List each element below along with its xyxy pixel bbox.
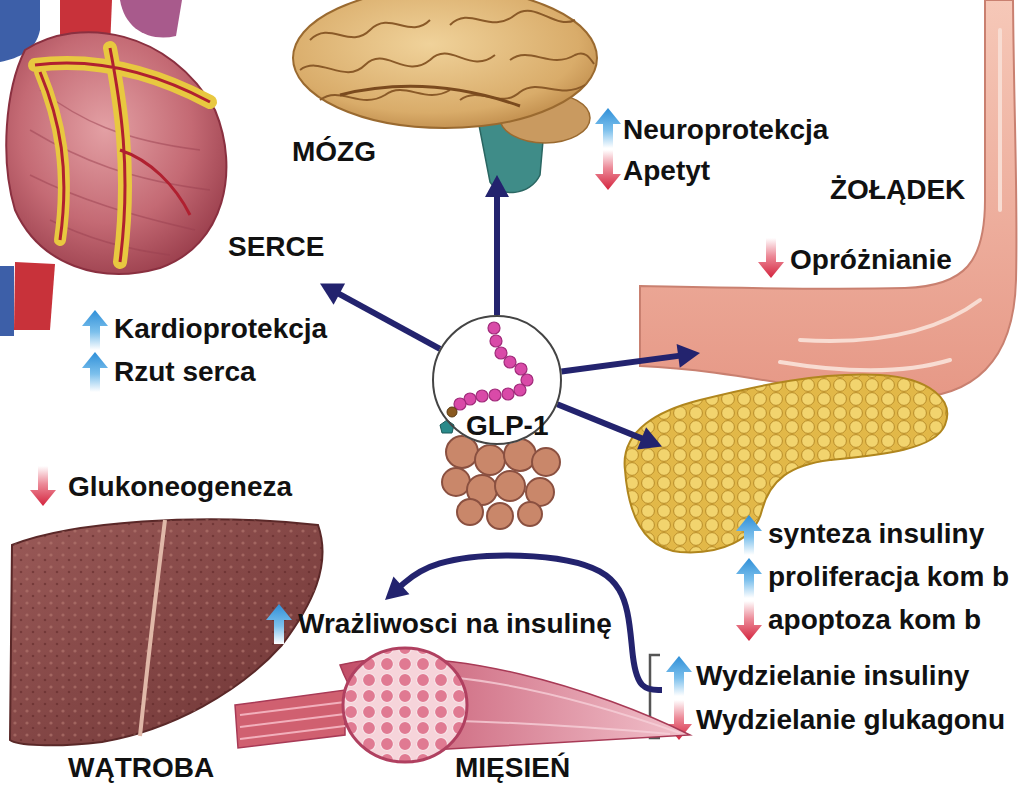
brain-illustration: [340, 86, 520, 106]
stomach-illustration: [640, 0, 1017, 398]
arrow-head: [677, 344, 700, 368]
glp1-illustration: [454, 322, 533, 410]
liver-node: WĄTROBAGlukoneogeneza: [0, 505, 320, 786]
effect-arrow: [557, 404, 645, 440]
effect-arrow: [561, 355, 682, 371]
heart-illustration: [6, 32, 226, 274]
heart-illustration: [0, 266, 14, 336]
glp1-illustration: [504, 356, 516, 368]
glp1-illustration: [518, 502, 542, 526]
stomach-illustration: [758, 238, 784, 278]
effect-label: synteza insuliny: [768, 518, 984, 550]
glp1-illustration: [476, 390, 488, 402]
brain-illustration: [293, 0, 621, 193]
glp1-illustration: [515, 363, 527, 375]
heart-illustration: [35, 48, 210, 262]
organ-name: MIĘSIEŃ: [455, 752, 570, 784]
muscle-illustration: [235, 690, 345, 748]
effect-arrow: [336, 292, 440, 349]
organ-name: WĄTROBA: [68, 752, 214, 784]
glp1-illustration: [487, 503, 513, 529]
effect-arrow: [561, 344, 700, 371]
organ-name: ŻOŁĄDEK: [830, 174, 965, 206]
effect-arrow: [320, 284, 440, 349]
brain-illustration: [595, 150, 621, 190]
arrow-head: [485, 175, 509, 197]
stomach-illustration: [780, 30, 1000, 370]
muscle-node: MIĘSIEŃ Wrażliwosci na insulinę: [230, 600, 620, 786]
effect-label: Apetyt: [623, 155, 710, 187]
glp1-illustration: [432, 315, 562, 445]
effect-label: Opróżnianie: [790, 244, 952, 276]
organ-name: SERCE: [228, 231, 324, 263]
glp1-illustration: [489, 389, 501, 401]
glp1-illustration: [432, 315, 562, 529]
glp1-illustration: [488, 322, 500, 334]
brain-illustration: [293, 0, 597, 128]
pancreas-node: synteza insuliny proliferacja kom b apopto…: [662, 400, 1020, 740]
hormone-name: GLP-1: [466, 410, 548, 442]
hormone-circle: GLP-1: [432, 315, 562, 445]
effect-label: Wydzielanie insuliny: [696, 660, 969, 692]
effect-label: Kardioprotekcja: [114, 313, 327, 345]
glp1-illustration: [514, 384, 526, 396]
glp1-illustration: [495, 471, 525, 501]
glp1-illustration: [495, 347, 507, 359]
pancreas-illustration: [736, 515, 762, 555]
brain-illustration: [595, 108, 621, 148]
pancreas-illustration: [736, 558, 762, 598]
liver-illustration: [140, 520, 165, 736]
glp1-illustration: [490, 335, 502, 347]
heart-node: SERCEKardioprotekcjaRzut serca: [0, 0, 320, 290]
muscle-illustration: [266, 604, 292, 644]
effect-label: Rzut serca: [114, 356, 256, 388]
brain-node: MÓZGNeuroprotekcjaApetyt: [285, 0, 605, 175]
circle-outline: [433, 316, 561, 444]
muscle-illustration: [343, 648, 467, 762]
glp1-illustration: [502, 388, 514, 400]
arrow-head: [320, 284, 345, 305]
organ-name: MÓZG: [292, 136, 376, 168]
stomach-node: ŻOŁĄDEK Opróżnianie: [700, 0, 1024, 395]
liver-illustration: [30, 466, 56, 506]
muscle-illustration: [240, 702, 345, 739]
glp1-illustration: [442, 436, 560, 529]
arrow-head: [385, 576, 409, 600]
effect-label: Glukoneogeneza: [68, 471, 292, 503]
pancreas-illustration: [736, 601, 762, 641]
effect-label: Neuroprotekcja: [623, 114, 828, 146]
effect-label: apoptoza kom b: [768, 604, 981, 636]
heart-illustration: [14, 262, 55, 330]
heart-illustration: [120, 0, 182, 38]
glp1-illustration: [532, 448, 560, 476]
glp1-illustration: [475, 445, 505, 475]
effect-arrow: [557, 404, 662, 449]
effect-label: proliferacja kom b: [768, 561, 1009, 593]
effect-label: Wydzielanie glukagonu: [696, 704, 1005, 736]
heart-illustration: [40, 72, 64, 240]
effect-arrow: [494, 193, 500, 315]
glp1-illustration: [442, 468, 470, 496]
arrow-head: [637, 427, 662, 449]
muscle-illustration: [235, 604, 690, 762]
effect-arrow: [485, 175, 509, 315]
brain-illustration: [300, 11, 594, 100]
heart-illustration: [82, 310, 108, 350]
heart-illustration: [82, 352, 108, 392]
effect-label: Wrażliwosci na insulinę: [298, 608, 612, 640]
pancreas-illustration: [666, 656, 692, 696]
stomach-illustration: [640, 0, 1017, 398]
glp1-illustration: [447, 407, 457, 417]
glp1-illustration: [457, 499, 483, 525]
